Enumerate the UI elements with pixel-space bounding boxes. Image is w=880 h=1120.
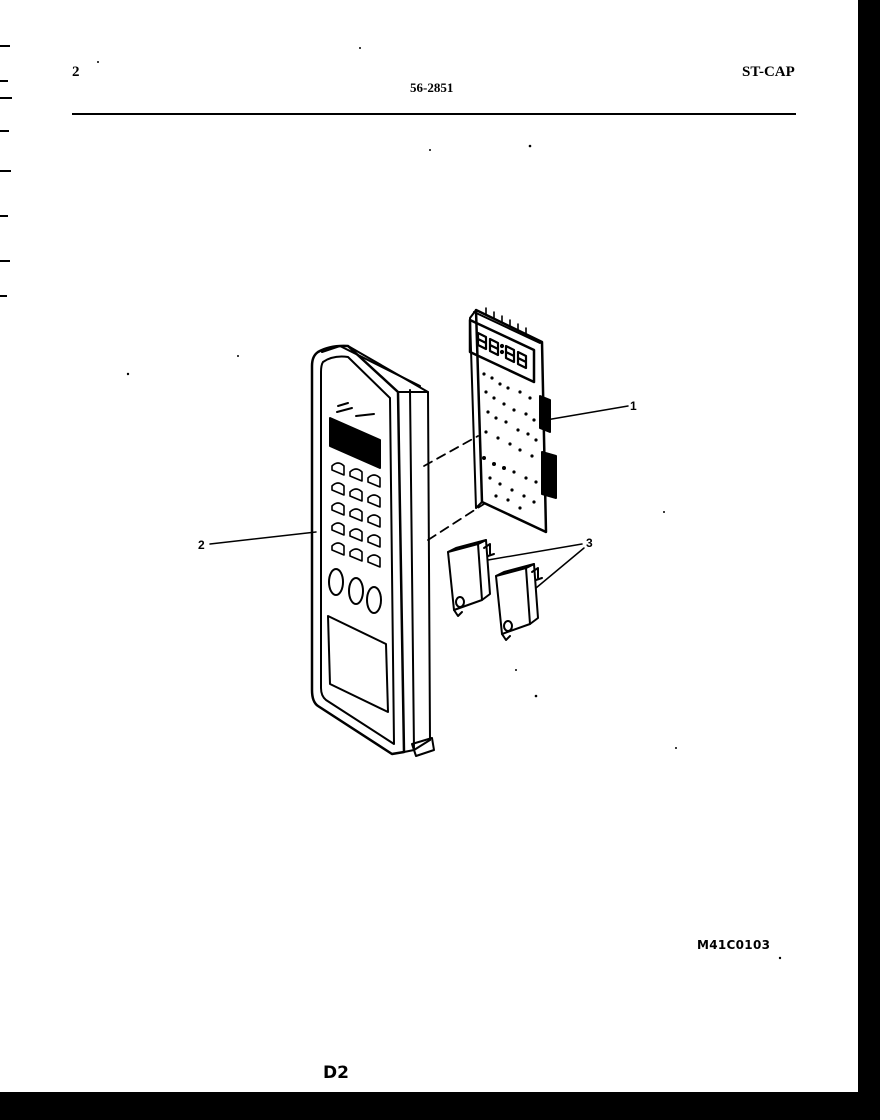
parts-sheet: 2 56-2851 ST-CAP: [0, 0, 858, 1092]
assembly-line: [427, 503, 485, 541]
scan-mark: [0, 45, 10, 47]
scan-mark: [0, 260, 10, 262]
leader-line-3a: [487, 543, 583, 561]
scan-mark: [0, 130, 9, 132]
switch-part: [495, 563, 543, 641]
board-components: [482, 372, 538, 510]
scan-mark: [0, 170, 11, 172]
circuit-board-part: [468, 307, 557, 534]
assembly-line: [423, 435, 479, 467]
control-panel-part: [310, 344, 435, 757]
model-code: ST-CAP: [742, 64, 795, 80]
scan-mark: [0, 295, 7, 297]
callout-1: 1: [630, 399, 637, 413]
switch-part: [447, 539, 495, 617]
page-code: D2: [323, 1063, 349, 1083]
scan-mark: [0, 80, 8, 82]
callout-2: 2: [198, 538, 205, 552]
scan-mark: [0, 97, 12, 99]
leader-line-2: [209, 531, 317, 545]
diagram-id: M41C0103: [697, 938, 771, 952]
page-number: 2: [72, 64, 80, 80]
callout-3: 3: [586, 536, 593, 550]
leader-line-1: [545, 405, 629, 421]
document-number: 56-2851: [410, 80, 454, 95]
exploded-view-diagram: 1 2 3: [97, 47, 782, 960]
leader-line-3b: [535, 547, 585, 589]
scan-mark: [0, 215, 8, 217]
scan-specks: [97, 47, 782, 960]
header-rule: [72, 113, 796, 115]
